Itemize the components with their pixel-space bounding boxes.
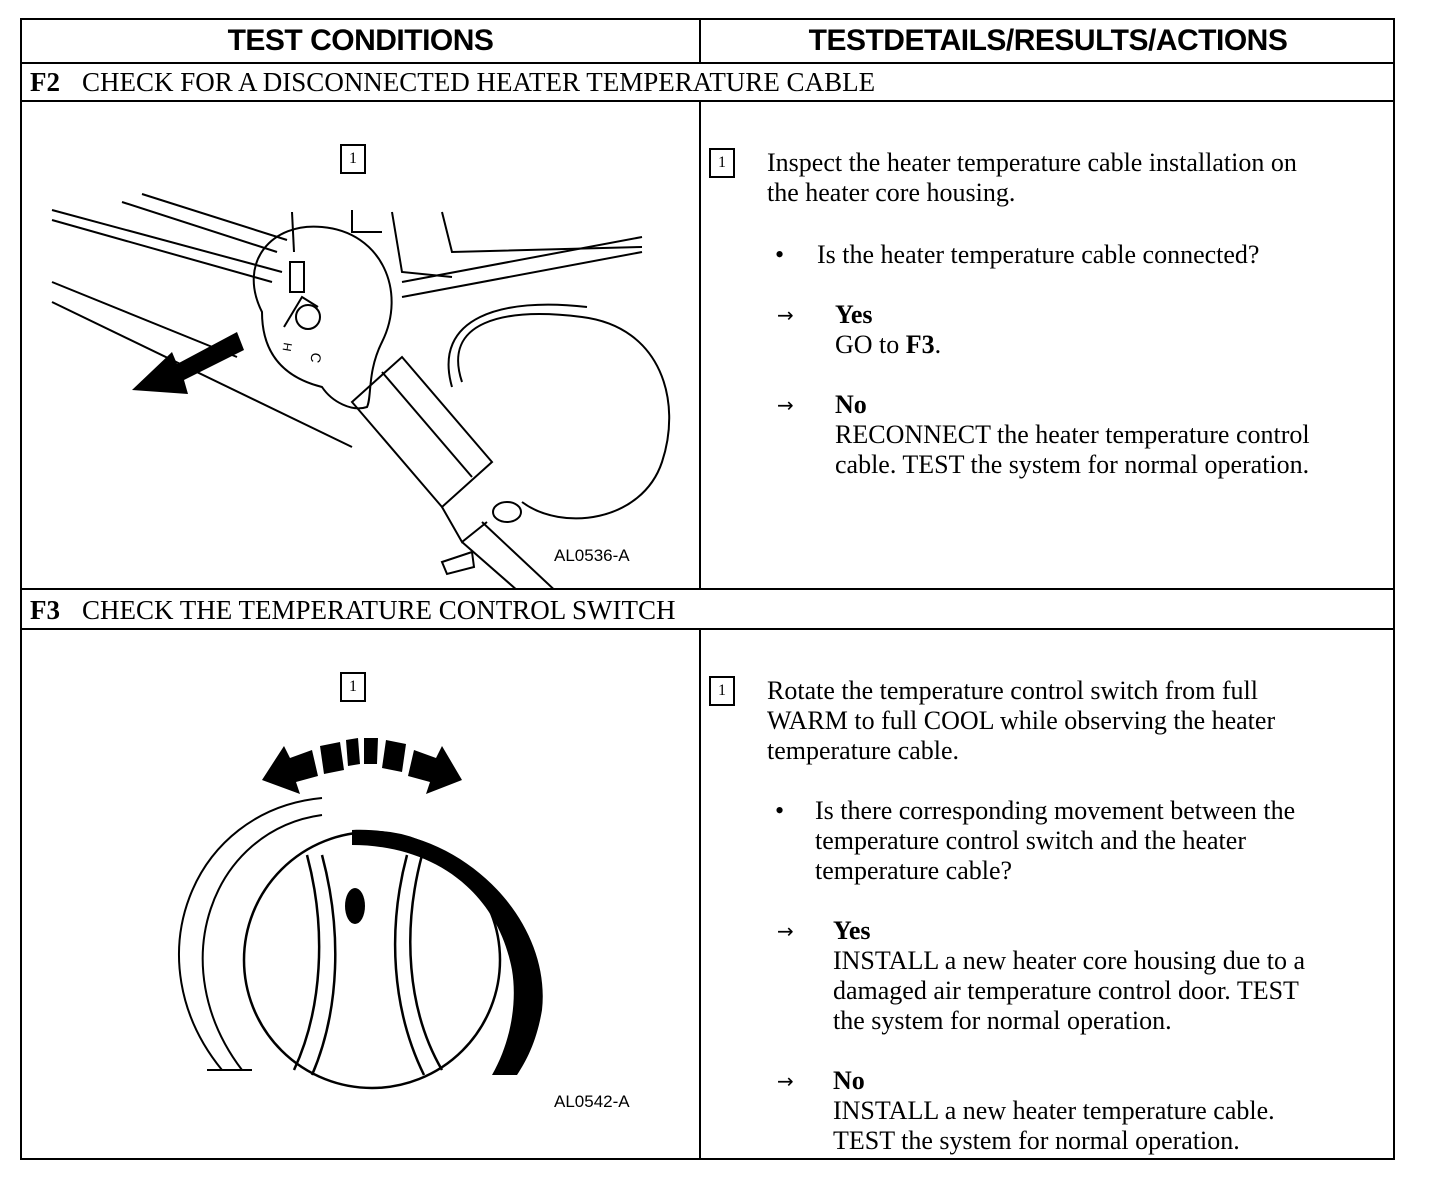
- f3-figure-cell: 1: [22, 630, 701, 1158]
- section-code: F3: [30, 595, 60, 625]
- arrow-right-icon: →: [777, 303, 794, 327]
- yes-action-line: the system for normal operation.: [833, 1006, 1172, 1035]
- figure-label: AL0536-A: [554, 546, 630, 565]
- yes-action-line: INSTALL a new heater core housing due to…: [833, 946, 1306, 975]
- f2-figure-cell: 1 C: [22, 102, 701, 588]
- yes-label: Yes: [835, 300, 873, 329]
- yes-action-prefix: GO to: [835, 330, 906, 359]
- step-number-box: 1: [709, 148, 735, 178]
- instruction-text: Rotate the temperature control switch fr…: [767, 676, 1275, 766]
- figure-step-box: 1: [340, 144, 366, 174]
- arrow-right-icon: →: [777, 1069, 794, 1093]
- instruction-line: temperature cable.: [767, 736, 959, 765]
- yes-action-suffix: .: [934, 330, 942, 359]
- no-action-line: TEST the system for normal operation.: [833, 1126, 1240, 1155]
- instruction-text: Inspect the heater temperature cable ins…: [767, 148, 1297, 208]
- yes-action-ref: F3: [905, 330, 935, 359]
- yes-answer: Yes INSTALL a new heater core housing du…: [833, 916, 1305, 1036]
- question-text: Is the heater temperature cable connecte…: [817, 240, 1260, 269]
- instruction-line: Rotate the temperature control switch fr…: [767, 676, 1258, 705]
- no-label: No: [833, 1066, 865, 1095]
- section-f3-title-row: F3 CHECK THE TEMPERATURE CONTROL SWITCH: [22, 590, 1393, 630]
- question-line: temperature control switch and the heate…: [815, 826, 1246, 855]
- section-title: CHECK FOR A DISCONNECTED HEATER TEMPERAT…: [82, 67, 876, 97]
- section-title: CHECK THE TEMPERATURE CONTROL SWITCH: [82, 595, 676, 625]
- question-line: temperature cable?: [815, 856, 1013, 885]
- no-label: No: [835, 390, 867, 419]
- yes-label: Yes: [833, 916, 871, 945]
- yes-action-line: damaged air temperature control door. TE…: [833, 976, 1299, 1005]
- section-f2-title-row: F2 CHECK FOR A DISCONNECTED HEATER TEMPER…: [22, 62, 1393, 102]
- temperature-switch-illustration: [178, 738, 543, 1090]
- no-action-line: RECONNECT the heater temperature control: [835, 420, 1310, 449]
- arrow-right-icon: →: [777, 919, 794, 943]
- no-action-line: cable. TEST the system for normal operat…: [835, 450, 1310, 479]
- f3-details-cell: 1 Rotate the temperature control switch …: [701, 630, 1395, 1158]
- header-test-conditions: TEST CONDITIONS: [22, 20, 701, 64]
- section-code: F2: [30, 67, 60, 97]
- section-divider: [22, 588, 1393, 590]
- step-number-box: 1: [709, 676, 735, 706]
- figure-label: AL0542-A: [554, 1092, 630, 1111]
- no-answer: No RECONNECT the heater temperature cont…: [835, 390, 1310, 480]
- yes-answer: Yes GO to F3.: [835, 300, 941, 360]
- no-action-line: INSTALL a new heater temperature cable.: [833, 1096, 1275, 1125]
- heater-cable-illustration: C H: [51, 193, 671, 588]
- figure-step-box: 1: [340, 672, 366, 702]
- header-test-details: TESTDETAILS/RESULTS/ACTIONS: [701, 20, 1395, 64]
- instruction-line: Inspect the heater temperature cable ins…: [767, 148, 1297, 177]
- no-answer: No INSTALL a new heater temperature cabl…: [833, 1066, 1275, 1156]
- question-text: Is there corresponding movement between …: [815, 796, 1295, 886]
- instruction-line: WARM to full COOL while observing the he…: [767, 706, 1276, 735]
- procedure-table: TEST CONDITIONS TESTDETAILS/RESULTS/ACTI…: [20, 18, 1395, 1160]
- svg-text:H: H: [280, 341, 295, 352]
- f2-details-cell: 1 Inspect the heater temperature cable i…: [701, 102, 1395, 588]
- question-line: Is there corresponding movement between …: [815, 796, 1296, 825]
- bullet-icon: •: [775, 796, 785, 825]
- bullet-icon: •: [775, 240, 785, 269]
- arrow-right-icon: →: [777, 393, 794, 417]
- svg-text:C: C: [307, 351, 325, 364]
- instruction-line: the heater core housing.: [767, 178, 1016, 207]
